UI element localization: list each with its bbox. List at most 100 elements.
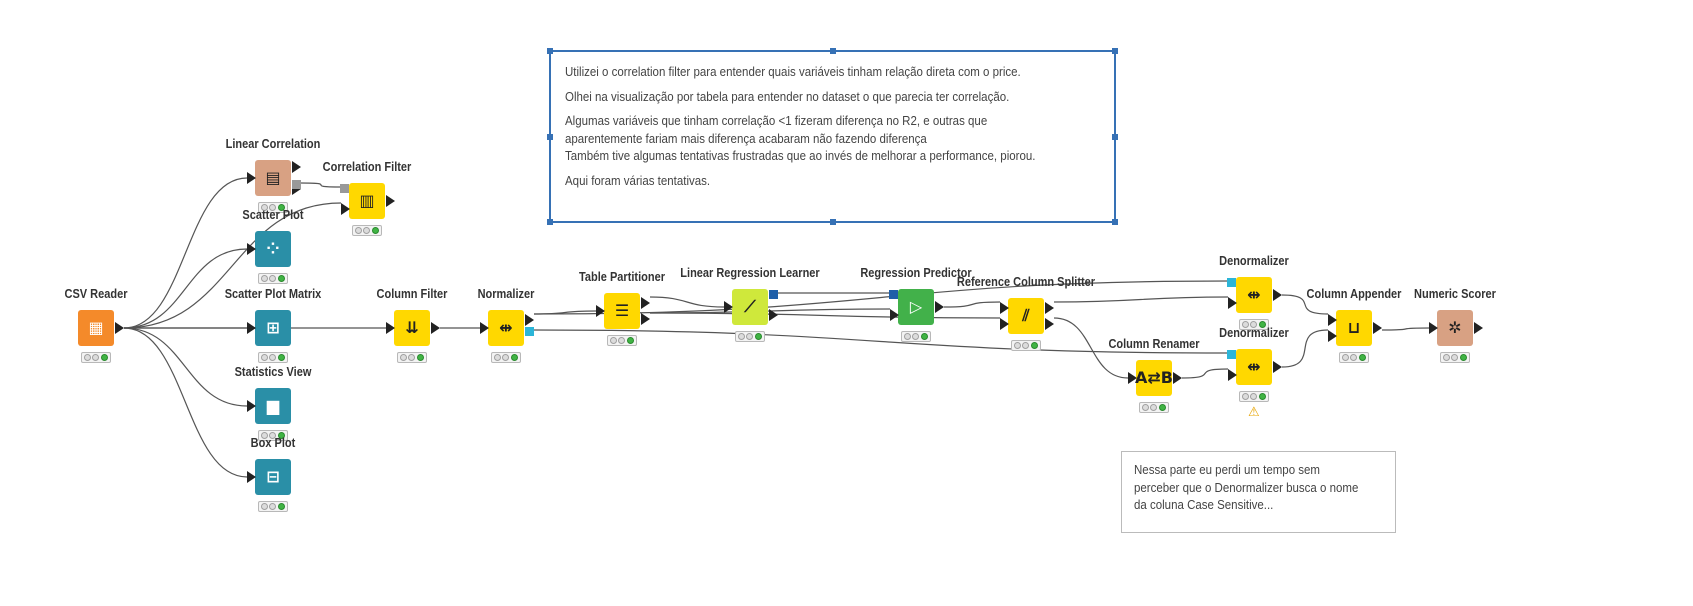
resize-handle[interactable] xyxy=(1112,134,1118,140)
resize-handle[interactable] xyxy=(547,134,553,140)
node-label[interactable]: Linear Correlation xyxy=(225,137,321,151)
node-label[interactable]: Scatter Plot Matrix xyxy=(224,287,322,301)
node-body[interactable]: ▷ xyxy=(898,289,934,325)
input-port[interactable] xyxy=(480,322,489,334)
node-body[interactable]: ⫽ xyxy=(1008,298,1044,334)
resize-handle[interactable] xyxy=(1112,48,1118,54)
resize-handle[interactable] xyxy=(830,48,836,54)
output-port[interactable] xyxy=(431,322,440,334)
output-port[interactable] xyxy=(1474,322,1483,334)
node-label[interactable]: Scatter Plot xyxy=(242,208,304,222)
output-port[interactable] xyxy=(292,183,301,195)
node-body[interactable]: ▦ xyxy=(78,310,114,346)
connection[interactable] xyxy=(533,329,1229,354)
node-body[interactable]: ▆ xyxy=(255,388,291,424)
input-port[interactable] xyxy=(889,290,898,299)
node-label[interactable]: Denormalizer xyxy=(1219,326,1289,340)
connection[interactable] xyxy=(1281,294,1329,315)
connection[interactable] xyxy=(300,182,342,188)
node-label[interactable]: Table Partitioner xyxy=(579,270,665,284)
output-port[interactable] xyxy=(1273,289,1282,301)
node-csv-reader[interactable]: CSV Reader ▦ xyxy=(6,287,186,389)
node-linear-regression-learner[interactable]: Linear Regression Learner ⟋ xyxy=(660,266,840,368)
node-label[interactable]: Column Appender xyxy=(1306,287,1402,301)
node-statistics-view[interactable]: Statistics View ▆ xyxy=(183,365,363,467)
input-port[interactable] xyxy=(724,301,733,313)
connection[interactable] xyxy=(1053,317,1129,379)
connection[interactable] xyxy=(943,301,1001,308)
node-label[interactable]: Statistics View xyxy=(234,365,312,379)
input-port[interactable] xyxy=(341,203,350,215)
input-port[interactable] xyxy=(386,322,395,334)
node-body[interactable]: ✲ xyxy=(1437,310,1473,346)
node-label[interactable]: CSV Reader xyxy=(64,287,128,301)
side-annotation[interactable]: Nessa parte eu perdi um tempo sem perceb… xyxy=(1121,451,1396,533)
node-scatter-plot-matrix[interactable]: Scatter Plot Matrix ⊞ xyxy=(183,287,363,389)
node-column-filter[interactable]: Column Filter⇊ xyxy=(322,287,502,389)
output-port[interactable] xyxy=(292,180,301,189)
input-port[interactable] xyxy=(596,305,605,317)
node-body[interactable]: ⊞ xyxy=(255,310,291,346)
input-port[interactable] xyxy=(1227,278,1236,287)
connection[interactable] xyxy=(123,327,248,478)
warning-icon[interactable]: ⚠ xyxy=(1248,405,1260,420)
node-body[interactable]: ▥ xyxy=(349,183,385,219)
node-body[interactable]: ⟋ xyxy=(732,289,768,325)
node-regression-predictor[interactable]: Regression Predictor ▷ xyxy=(826,266,1006,368)
input-port[interactable] xyxy=(1429,322,1438,334)
resize-handle[interactable] xyxy=(830,219,836,225)
node-body[interactable]: ⇹ xyxy=(488,310,524,346)
node-label[interactable]: Box Plot xyxy=(250,436,296,450)
node-linear-correlation[interactable]: Linear Correlation ▤ xyxy=(183,137,363,239)
node-label[interactable]: Normalizer xyxy=(477,287,535,301)
output-port[interactable] xyxy=(1045,302,1054,314)
node-normalizer[interactable]: Normalizer ⇹ xyxy=(416,287,596,389)
input-port[interactable] xyxy=(247,471,256,483)
node-body[interactable]: ⇹ xyxy=(1236,349,1272,385)
output-port[interactable] xyxy=(1045,318,1054,330)
connection[interactable] xyxy=(649,296,725,308)
node-body[interactable]: ☰ xyxy=(604,293,640,329)
connection[interactable] xyxy=(1181,368,1229,379)
resize-handle[interactable] xyxy=(1112,219,1118,225)
node-label[interactable]: Denormalizer xyxy=(1219,254,1289,268)
input-port[interactable] xyxy=(340,184,349,193)
node-body[interactable]: ⊟ xyxy=(255,459,291,495)
input-port[interactable] xyxy=(247,322,256,334)
input-port[interactable] xyxy=(1328,330,1337,342)
node-body[interactable]: ⇹ xyxy=(1236,277,1272,313)
node-box-plot[interactable]: Box Plot ⊟ xyxy=(183,436,363,538)
node-label[interactable]: Regression Predictor xyxy=(860,266,972,280)
node-denormalizer-1[interactable]: Denormalizer ⇹ xyxy=(1164,254,1344,356)
resize-handle[interactable] xyxy=(547,219,553,225)
node-label[interactable]: Linear Regression Learner xyxy=(680,266,820,280)
output-port[interactable] xyxy=(386,195,395,207)
node-column-appender[interactable]: Column Appender ⊔ xyxy=(1264,287,1444,389)
node-body[interactable]: ▤ xyxy=(255,160,291,196)
output-port[interactable] xyxy=(115,322,124,334)
input-port[interactable] xyxy=(1228,297,1237,309)
connection[interactable] xyxy=(123,177,248,329)
connection[interactable] xyxy=(123,248,248,329)
node-numeric-scorer[interactable]: Numeric Scorer✲ xyxy=(1365,287,1545,389)
connection[interactable] xyxy=(649,312,1001,319)
workflow-annotation[interactable]: Utilizei o correlation filter para enten… xyxy=(547,48,1118,225)
input-port[interactable] xyxy=(247,400,256,412)
node-table-partitioner[interactable]: Table Partitioner ☰ xyxy=(532,270,712,372)
node-scatter-plot[interactable]: Scatter Plot⁘ xyxy=(183,208,363,310)
input-port[interactable] xyxy=(1227,350,1236,359)
output-port[interactable] xyxy=(525,314,534,326)
node-label[interactable]: Reference Column Splitter xyxy=(956,275,1096,289)
output-port[interactable] xyxy=(641,297,650,309)
node-label[interactable]: Correlation Filter xyxy=(322,160,412,174)
connection[interactable] xyxy=(1281,329,1329,368)
input-port[interactable] xyxy=(247,172,256,184)
node-label[interactable]: Column Renamer xyxy=(1108,337,1200,351)
node-correlation-filter[interactable]: Correlation Filter ▥ xyxy=(277,160,457,262)
output-port[interactable] xyxy=(1273,361,1282,373)
input-port[interactable] xyxy=(1128,372,1137,384)
output-port[interactable] xyxy=(769,290,778,299)
input-port[interactable] xyxy=(1000,302,1009,314)
input-port[interactable] xyxy=(1328,314,1337,326)
node-body[interactable]: ⊔ xyxy=(1336,310,1372,346)
